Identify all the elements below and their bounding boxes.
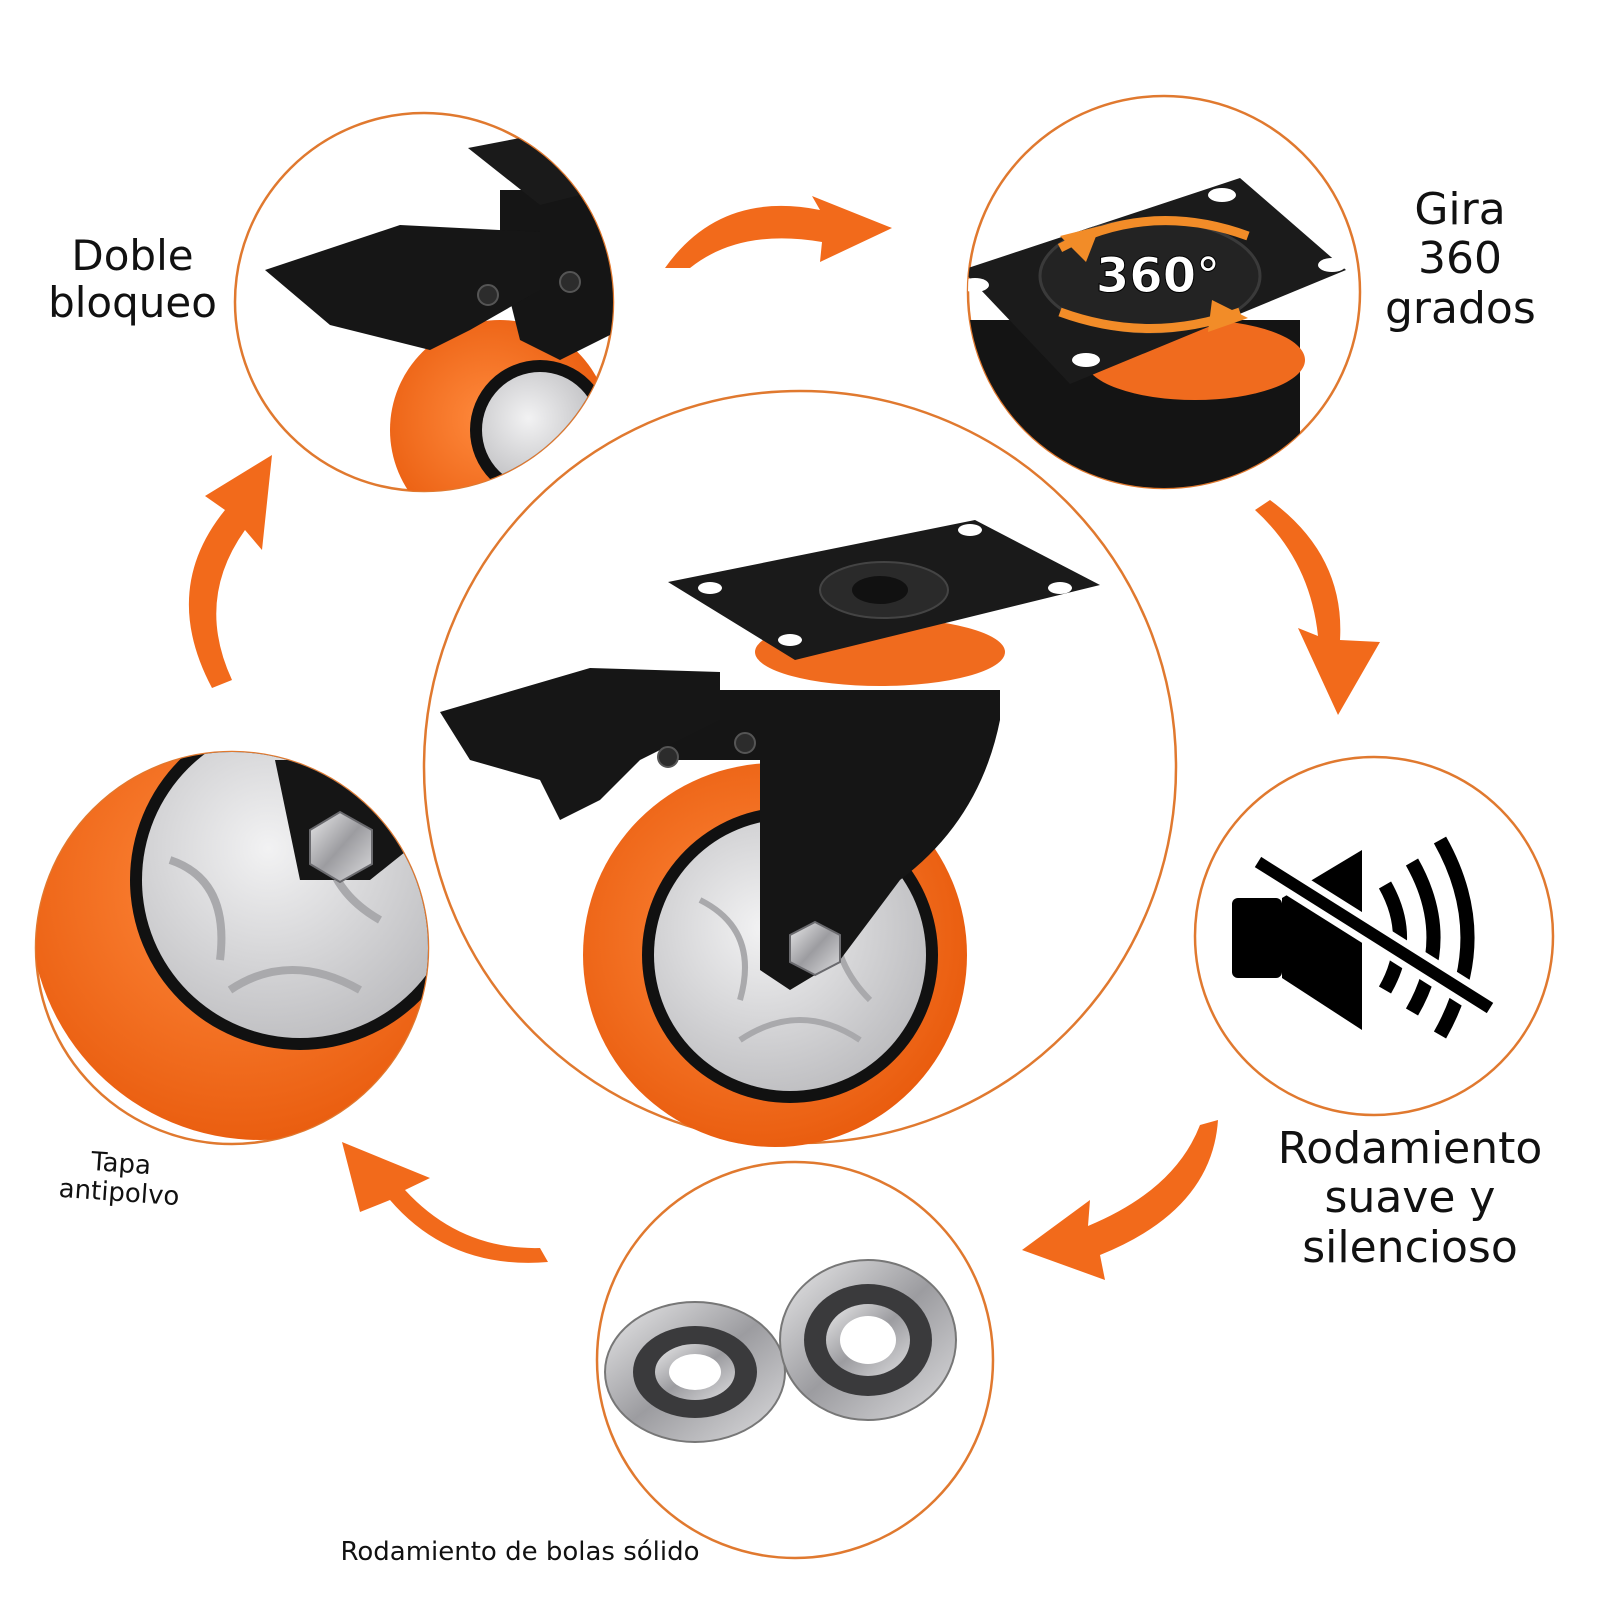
arrow-bottom-left-icon [342,1142,548,1263]
mute-speaker-icon [1232,836,1497,1039]
bottom-circle [595,1160,995,1560]
swivel-plate-image [968,178,1346,488]
right-circle [1193,755,1555,1117]
dust-cap-label: Tapa antipolvo [57,1146,181,1213]
arrow-right-bottom-icon [1022,1120,1218,1280]
rotate-360-label: Gira 360 grados [1385,184,1536,334]
cycle-arrows [188,196,1380,1280]
caster-wheel-image [440,520,1100,1147]
ball-bearings-image [604,1259,957,1443]
arrow-top-icon [665,196,892,268]
arrow-right-top-icon [1255,500,1380,715]
rotation-arrows-icon [1057,216,1250,333]
dust-cap-image [36,752,428,1140]
arrow-left-icon [188,455,272,688]
ball-bearing-label: Rodamiento de bolas sólido [340,1537,700,1567]
degrees-label: 360° [1096,248,1220,304]
double-lock-label: Doble bloqueo [48,231,217,328]
quiet-bearing-label: Rodamiento suave y silencioso [1277,1123,1543,1273]
brake-detail-image [265,138,613,491]
